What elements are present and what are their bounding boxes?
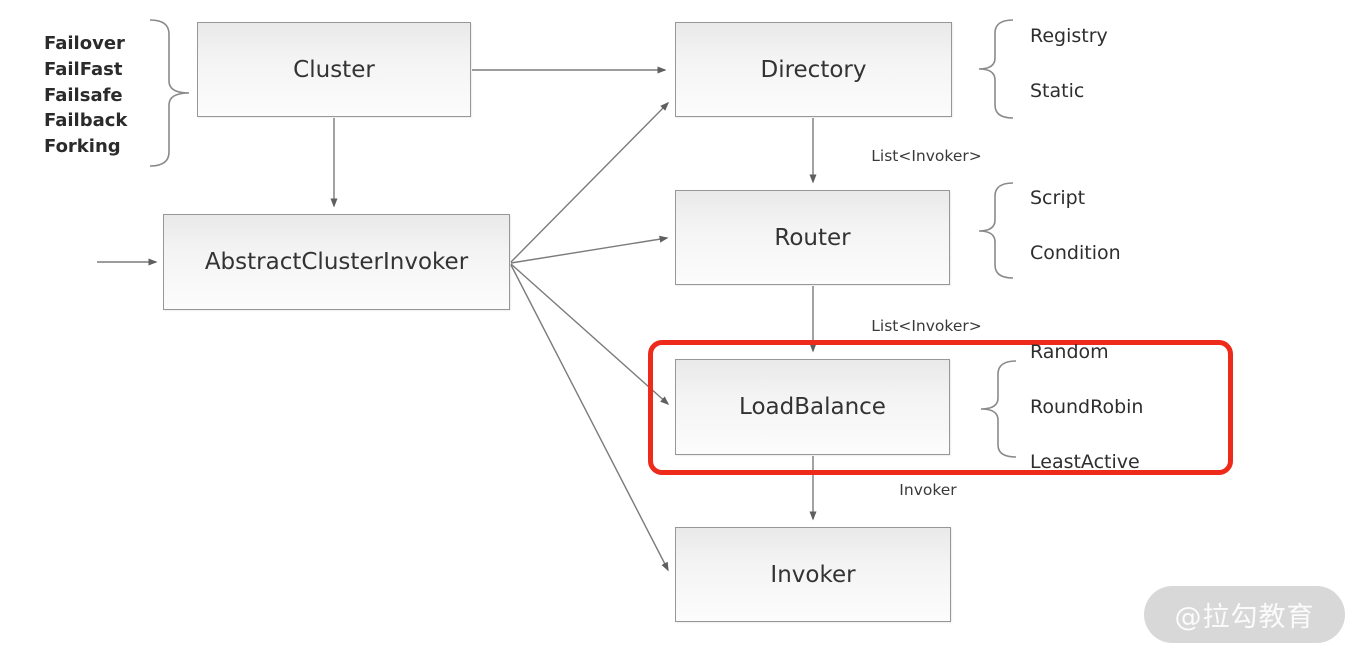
watermark-pill: @拉勾教育 — [1144, 586, 1345, 643]
router-type-script: Script — [1030, 187, 1086, 209]
edge-abstractclusterinvoker-to-loadbalance — [510, 263, 670, 405]
edge-abstractclusterinvoker-to-directory — [510, 101, 670, 263]
loadbalance-type-random: Random — [1030, 341, 1109, 363]
strategy-forking: Forking — [44, 136, 121, 158]
edge-label-list-invoker-1: List<Invoker> — [871, 147, 982, 165]
strategy-failsafe: Failsafe — [44, 84, 123, 106]
edge-label-invoker: Invoker — [899, 481, 957, 499]
watermark-text: @拉勾教育 — [1174, 602, 1315, 633]
loadbalance-type-roundrobin: RoundRobin — [1030, 396, 1144, 418]
cluster-strategies-list: Failover FailFast Failsafe Failback Fork… — [44, 31, 127, 160]
node-directory-label: Directory — [760, 56, 867, 83]
node-invoker-label: Invoker — [770, 561, 856, 588]
strategy-failback: Failback — [44, 110, 128, 132]
brace-loadbalance-types — [980, 360, 1017, 458]
strategy-failover: Failover — [44, 33, 125, 54]
node-cluster: Cluster — [197, 22, 471, 117]
highlight-box-loadbalance — [648, 340, 1233, 475]
node-load-balance: LoadBalance — [675, 359, 950, 455]
directory-type-static: Static — [1030, 80, 1085, 102]
router-type-condition: Condition — [1030, 242, 1121, 264]
node-load-balance-label: LoadBalance — [739, 394, 886, 420]
edge-label-list-invoker-2: List<Invoker> — [871, 317, 982, 335]
brace-cluster-strategies — [149, 19, 190, 167]
node-directory: Directory — [675, 22, 952, 117]
strategy-failfast: FailFast — [44, 58, 123, 80]
edge-abstractclusterinvoker-to-invoker — [510, 264, 669, 572]
brace-router-types — [978, 182, 1014, 279]
node-router: Router — [675, 190, 950, 285]
node-router-label: Router — [774, 224, 851, 251]
edge-abstractclusterinvoker-to-router — [510, 235, 669, 264]
loadbalance-type-leastactive: LeastActive — [1030, 451, 1140, 473]
node-invoker: Invoker — [675, 527, 951, 622]
node-cluster-label: Cluster — [293, 56, 375, 83]
node-abstract-cluster-invoker-label: AbstractClusterInvoker — [204, 249, 469, 275]
node-abstract-cluster-invoker: AbstractClusterInvoker — [163, 214, 510, 310]
directory-type-registry: Registry — [1030, 25, 1108, 47]
brace-directory-types — [978, 19, 1014, 119]
